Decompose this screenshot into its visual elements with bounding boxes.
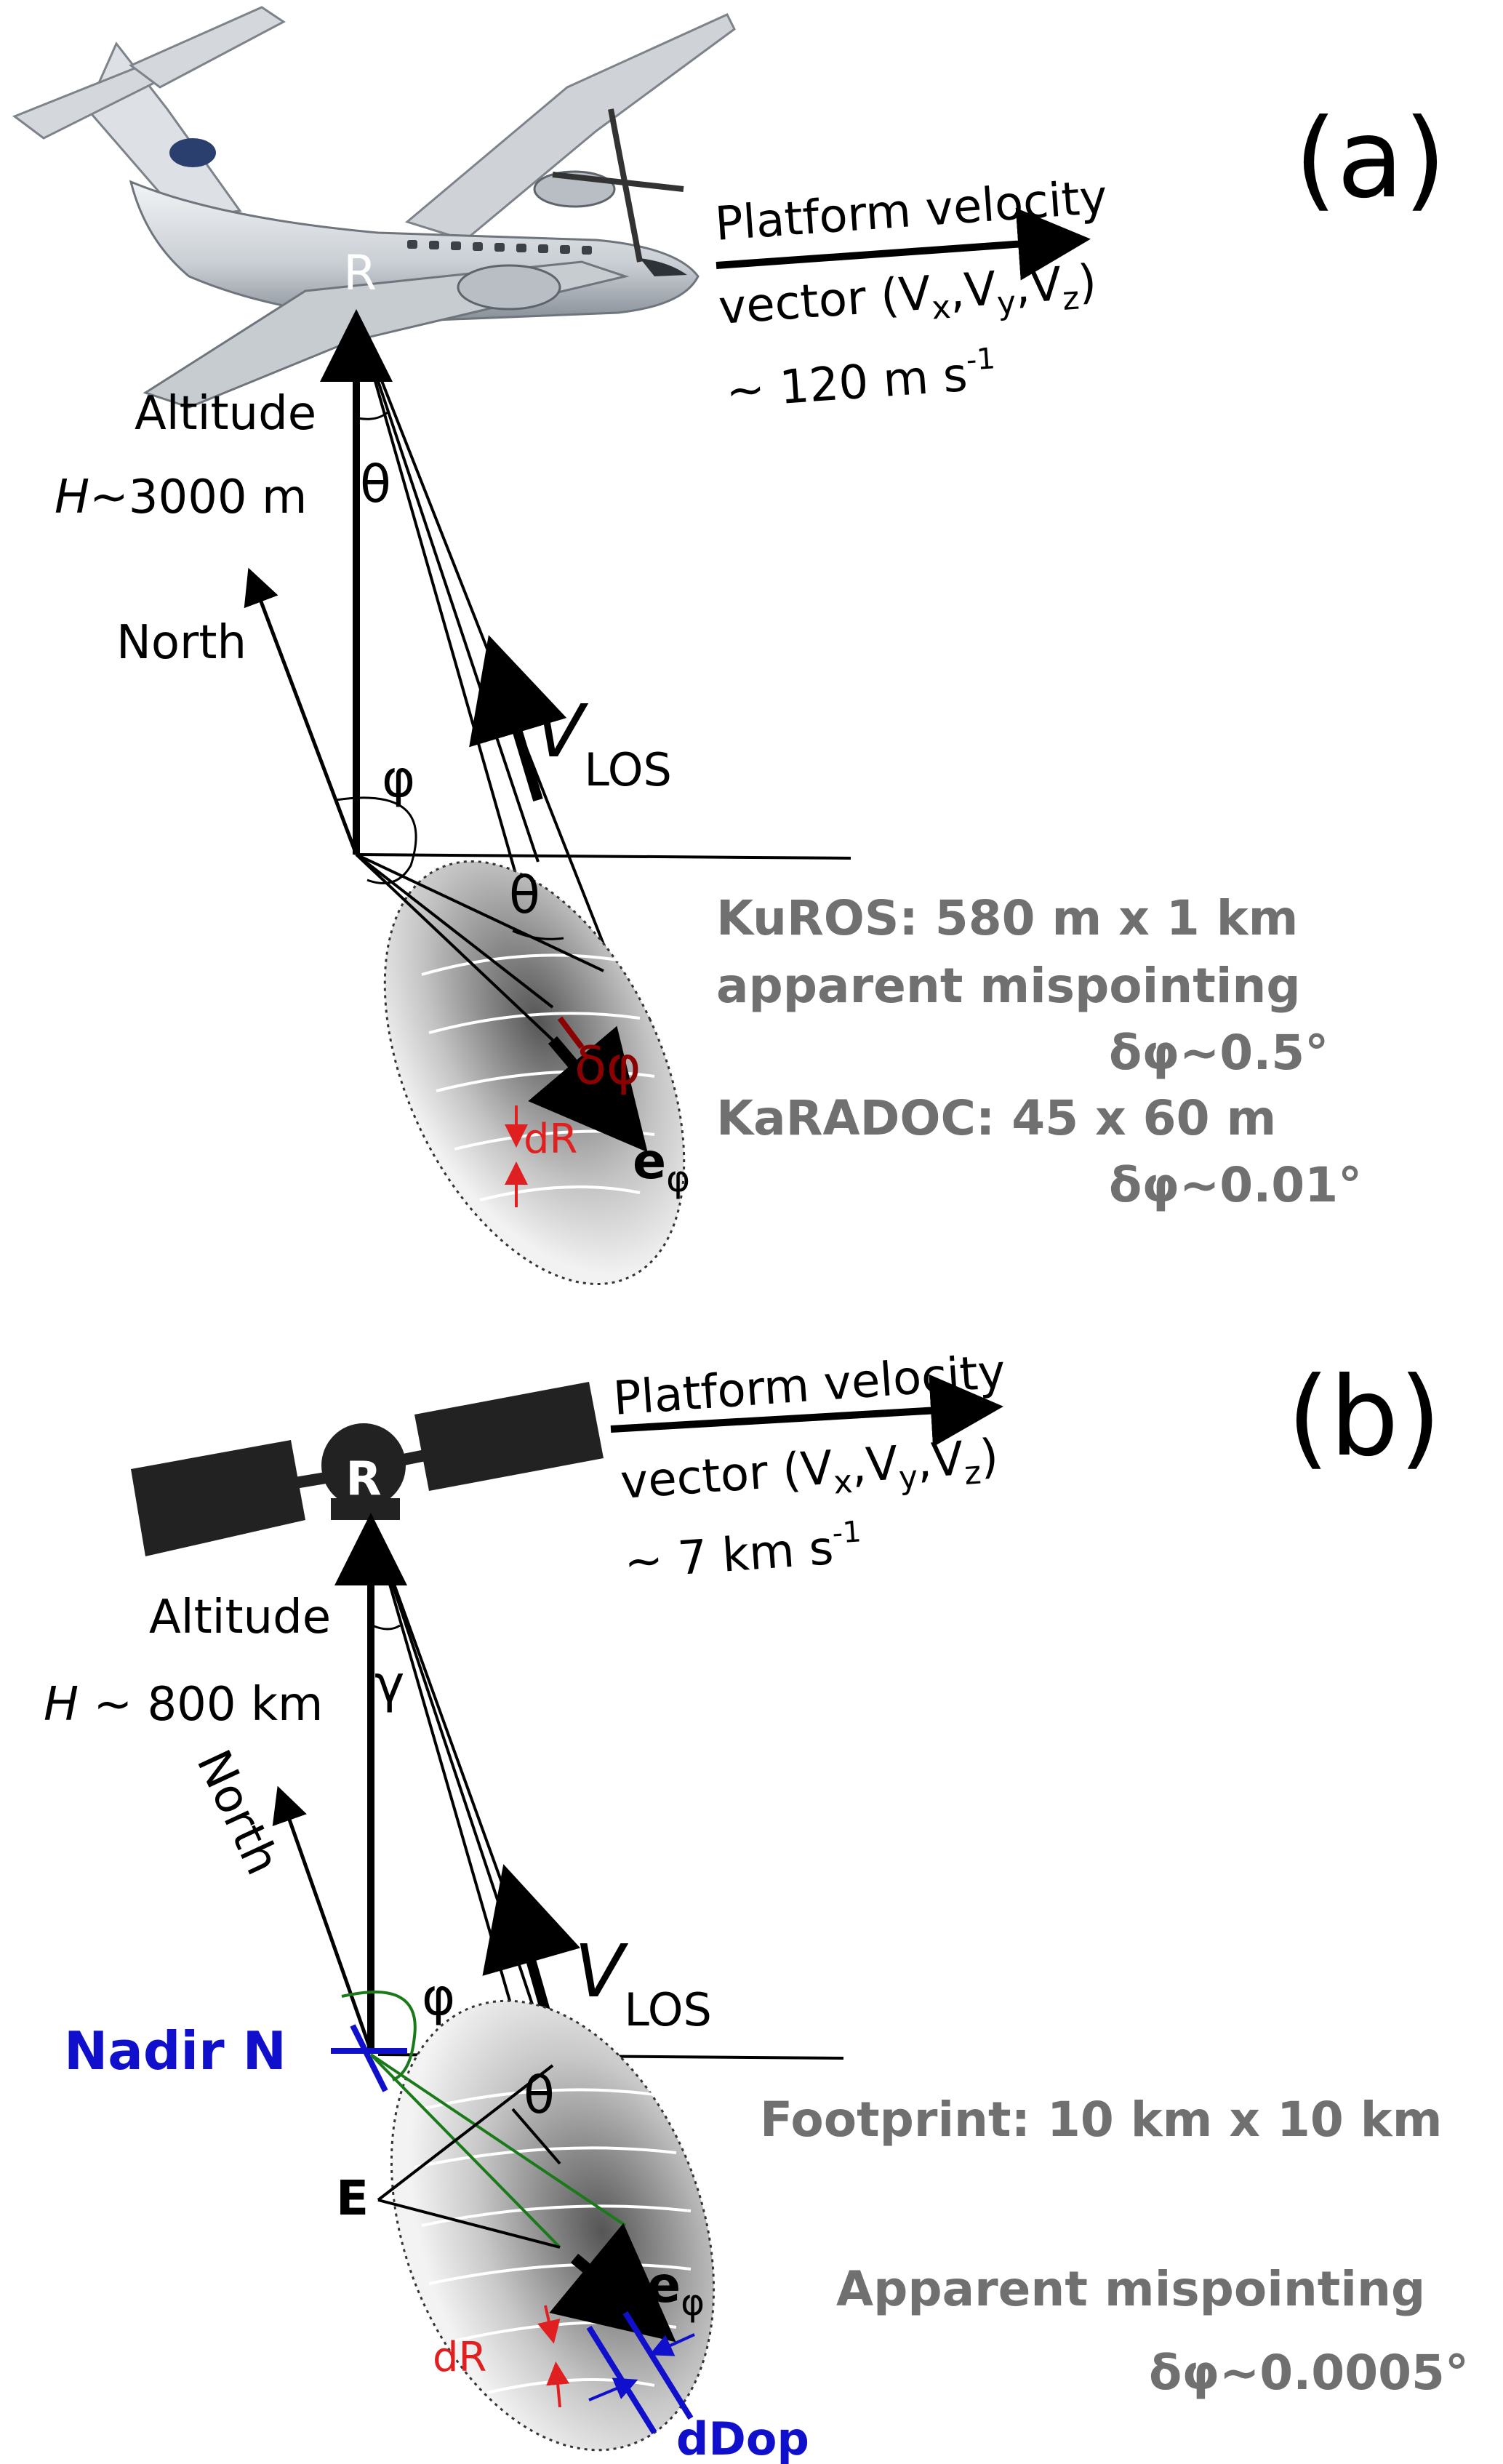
footprint-lines-a <box>355 853 604 1041</box>
e-phi-label-a: eφ <box>633 1133 690 1200</box>
phi-label-b: φ <box>422 1967 455 2027</box>
panel-tag-b: (b) <box>1287 1354 1441 1481</box>
dphi-label-a: δφ <box>574 1035 641 1096</box>
e-point-label: E <box>336 2170 369 2226</box>
karadoc-line1: KaRADOC: 45 x 60 m <box>716 1090 1276 1146</box>
north-arrow-a <box>244 567 358 855</box>
north-label-a: North <box>116 616 247 670</box>
green-lines-b <box>369 2053 627 2249</box>
theta-label-b: θ <box>524 2065 555 2125</box>
mispointing-line2: δφ~0.0005° <box>1149 2345 1469 2401</box>
phi-label-a: φ <box>382 749 415 809</box>
phi-arc-a <box>335 796 417 884</box>
karadoc-line2: δφ~0.01° <box>1109 1157 1362 1213</box>
kuros-line2: apparent mispointing <box>716 958 1301 1014</box>
theta2-arc-a <box>512 929 564 940</box>
theta-label-a: θ <box>360 455 391 514</box>
theta2-label-a: θ <box>509 865 540 925</box>
e-phi-label-b: eφ <box>647 2257 705 2324</box>
velocity-arrow-a <box>716 207 1091 281</box>
altitude-value-b: H ~ 800 km <box>44 1678 323 1732</box>
nadir-label: Nadir N <box>64 2020 286 2081</box>
altitude-label-b: Altitude <box>149 1591 331 1644</box>
mispointing-line1: Apparent mispointing <box>836 2261 1425 2317</box>
kuros-line1: KuROS: 580 m x 1 km <box>716 890 1298 946</box>
footprint-text: Footprint: 10 km x 10 km <box>760 2092 1442 2148</box>
velocity-value-b: ~ 7 km s-1 <box>622 1515 865 1590</box>
ddop-label: dDop <box>676 2412 809 2464</box>
altitude-value-a: H~3000 m <box>55 471 307 524</box>
panel-tag-a: (a) <box>1294 96 1446 223</box>
airplane-illustration <box>12 6 736 409</box>
vlos-label-b: VLOS <box>574 1929 712 2036</box>
dR-arrow-top-b <box>537 2305 561 2344</box>
panel-a: R (a) Platform velocity vector (Vx,Vy,Vz… <box>12 6 1446 1286</box>
kuros-line3: δφ~0.5° <box>1109 1025 1328 1081</box>
velocity-line1-b: Platform velocity <box>612 1345 1007 1426</box>
velocity-arrow-b <box>610 1374 1003 1447</box>
velocity-line2-a: vector (Vx,Vy,Vz) <box>717 255 1099 342</box>
altitude-label-a: Altitude <box>135 387 316 441</box>
velocity-line2-b: vector (Vx,Vy,Vz) <box>619 1430 1001 1516</box>
north-arrow-b <box>272 1785 373 2052</box>
nadir-cross <box>331 2024 407 2092</box>
radar-label-a: R <box>343 245 377 301</box>
gamma-arc <box>372 1624 401 1631</box>
dR-label-b: dR <box>433 2334 486 2381</box>
vlos-arrow-a <box>469 635 567 802</box>
e-phi-arrow-b <box>549 2223 676 2343</box>
vlos-label-a: VLOS <box>534 689 672 796</box>
ddop-arrow-right <box>649 2333 695 2356</box>
e-lines-b <box>377 2064 561 2249</box>
ddop-arrow-left <box>588 2377 638 2401</box>
e-phi-arrow-a <box>528 1025 648 1153</box>
dphi-mark-a <box>557 1016 585 1049</box>
north-label-b: North <box>185 1742 289 1883</box>
panel-b: (b) R Platform velocity vector (Vx,Vy,Vz… <box>44 1345 1469 2464</box>
dR-label-a: dR <box>524 1116 577 1163</box>
satellite-illustration <box>131 1382 604 1556</box>
dR-arrow-bottom-b <box>546 2361 570 2408</box>
radar-label-b: R <box>345 1452 381 1506</box>
horizontal-line-a <box>356 853 851 860</box>
theta-arc-a <box>357 409 390 420</box>
phi-arc-b <box>341 1991 417 2081</box>
velocity-value-a: ~ 120 m s-1 <box>724 342 998 419</box>
gamma-label: γ <box>374 1655 404 1714</box>
